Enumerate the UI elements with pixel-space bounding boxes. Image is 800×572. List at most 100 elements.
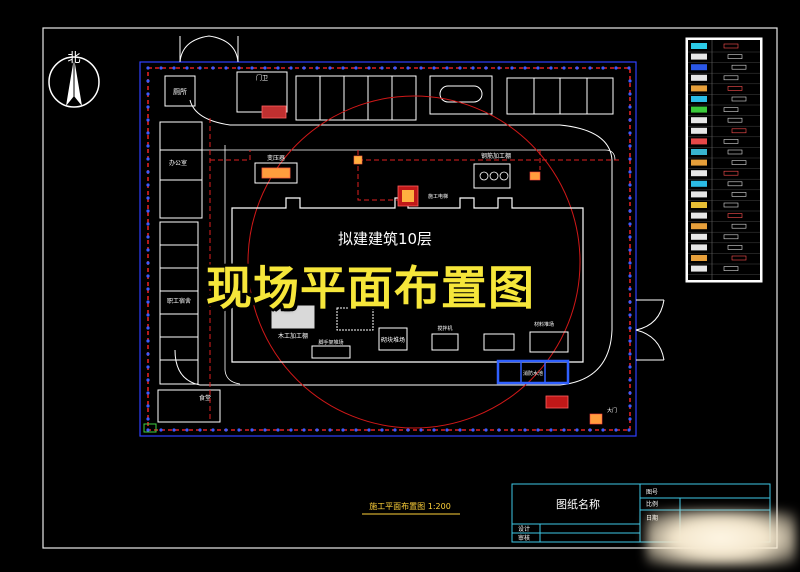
right-gate-icon xyxy=(635,299,665,361)
legend-symbol xyxy=(691,191,707,198)
carpentry-shed: 木工加工棚 xyxy=(271,305,315,340)
legend-mark xyxy=(731,192,747,197)
legend-mark xyxy=(723,266,739,271)
red-marker-box xyxy=(545,395,569,409)
fence-post xyxy=(185,66,189,70)
gate-label: 大门 xyxy=(607,407,617,414)
legend-mark xyxy=(731,96,747,102)
fence-post xyxy=(146,274,150,278)
title-block-review: 审核 xyxy=(518,534,530,542)
fence-post xyxy=(263,66,267,70)
legend-mark xyxy=(723,202,739,208)
fence-post xyxy=(263,428,267,432)
fence-post xyxy=(146,287,150,291)
fence-post xyxy=(628,92,632,96)
mixer-area: 搅拌机 xyxy=(431,325,459,351)
material-label: 材料堆场 xyxy=(534,321,554,328)
fence-post xyxy=(419,428,423,432)
legend-symbol xyxy=(691,255,707,261)
legend-mark xyxy=(727,117,743,123)
fence-post xyxy=(393,66,397,70)
legend-mark xyxy=(727,149,743,155)
crane-base-icon xyxy=(353,155,363,165)
fence-post xyxy=(484,66,488,70)
rebar-shed: 钢筋加工棚 xyxy=(473,152,511,189)
fence-post xyxy=(289,66,293,70)
fence-post xyxy=(419,66,423,70)
fence-post xyxy=(549,66,553,70)
fence-post xyxy=(380,428,384,432)
fence-post xyxy=(146,326,150,330)
legend-mark xyxy=(727,54,743,59)
office-row xyxy=(295,75,417,121)
fence-post xyxy=(354,428,358,432)
north-arrow-icon: 北 xyxy=(48,51,100,108)
fence-post xyxy=(406,428,410,432)
fence-post xyxy=(224,66,228,70)
fence-post xyxy=(628,287,632,291)
material-yard: 材料堆场 xyxy=(483,321,569,353)
fence-post xyxy=(146,144,150,148)
title-block-number: 图号 xyxy=(646,489,658,496)
fence-post xyxy=(146,261,150,265)
legend-mark xyxy=(731,128,747,134)
fence-post xyxy=(393,428,397,432)
fence-post xyxy=(211,428,215,432)
legend-mark xyxy=(731,255,747,261)
mixer-label: 搅拌机 xyxy=(437,325,452,332)
legend-mark xyxy=(731,64,747,70)
fence-post xyxy=(536,66,540,70)
legend-symbol xyxy=(691,53,707,60)
fence-post xyxy=(628,222,632,226)
fence-post xyxy=(146,157,150,161)
fence-post xyxy=(588,66,592,70)
office-label: 办公室 xyxy=(169,159,187,167)
fence-post xyxy=(562,428,566,432)
fence-post xyxy=(432,428,436,432)
fence-post xyxy=(628,274,632,278)
fence-post xyxy=(185,428,189,432)
fence-post xyxy=(628,300,632,304)
fence-post xyxy=(601,66,605,70)
kitchen-label: 食堂 xyxy=(199,394,211,402)
fence-post xyxy=(211,66,215,70)
fence-post xyxy=(628,209,632,213)
legend-mark xyxy=(727,181,743,187)
legend-mark xyxy=(731,223,747,229)
legend-mark xyxy=(723,139,739,144)
gate-marker-icon xyxy=(589,413,603,425)
fence-post xyxy=(146,404,150,408)
transformer-label: 变压器 xyxy=(267,154,285,162)
fence-post xyxy=(367,66,371,70)
fence-post xyxy=(628,326,632,330)
fence-post xyxy=(146,378,150,382)
fence-post xyxy=(510,428,514,432)
legend-mark xyxy=(727,245,743,250)
site-road xyxy=(174,99,613,386)
fence-post xyxy=(445,428,449,432)
fence-post xyxy=(601,428,605,432)
fence-post xyxy=(172,66,176,70)
fence-post xyxy=(628,235,632,239)
drawing-frame xyxy=(42,27,778,549)
north-label: 北 xyxy=(67,51,80,66)
legend-symbol xyxy=(691,244,707,251)
fence-post xyxy=(523,66,527,70)
fence-post xyxy=(628,248,632,252)
fence-post xyxy=(628,352,632,356)
fence-post xyxy=(510,66,514,70)
fence-post xyxy=(224,428,228,432)
fence-post xyxy=(237,66,241,70)
fence-post xyxy=(458,428,462,432)
dorm-label: 职工宿舍 xyxy=(167,297,191,305)
blurred-watermark xyxy=(646,510,796,566)
legend-mark xyxy=(723,234,739,240)
legend-mark xyxy=(723,107,739,112)
carpentry-label: 木工加工棚 xyxy=(278,332,308,340)
fence-post xyxy=(146,365,150,369)
fence-post xyxy=(628,170,632,174)
transformer: 变压器 xyxy=(254,154,298,184)
fence-post xyxy=(628,157,632,161)
legend-mark xyxy=(723,75,739,81)
fence-post xyxy=(523,428,527,432)
